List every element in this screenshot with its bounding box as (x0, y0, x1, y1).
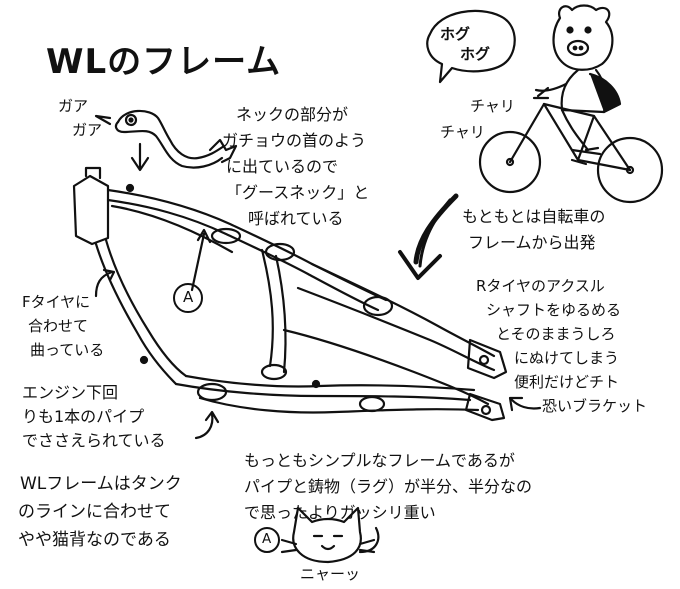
goose-note-4: 「グースネック」と (226, 183, 370, 202)
tank-note-3: やや猫背なのである (18, 530, 171, 550)
marker-a-circle-bottom (254, 527, 280, 553)
ftire-note-3: 曲っている (30, 341, 105, 359)
goose-note-2: ガチョウの首のよう (222, 131, 367, 150)
cat-sound: ニャーッ (300, 565, 361, 583)
bicycle-note-1: もともとは自転車の (462, 207, 606, 226)
rtire-arrow (508, 396, 542, 412)
sound-gaa-2: ガア (72, 121, 103, 139)
cat-drawing (280, 506, 380, 564)
bicycle-note-2: フレームから出発 (468, 233, 596, 252)
engine-note-2: りも1本のパイプ (22, 407, 145, 426)
bicycle-arrow (398, 193, 459, 280)
marker-a-circle (173, 283, 203, 313)
rtire-note-5: 便利だけどチト (514, 373, 620, 391)
speech-bubble-line-1: ホグ (440, 25, 471, 43)
marker-a-label-bottom: A (262, 531, 272, 547)
engine-note-3: でささえられている (22, 431, 166, 450)
marker-a-pointer (190, 228, 212, 292)
rtire-note-3: とそのままうしろ (496, 325, 616, 343)
rtire-note-2: シャフトをゆるめる (486, 301, 622, 319)
ftire-arrow (94, 268, 116, 298)
simple-note-3: で思ったよりガッシリ重い (244, 503, 436, 522)
rtire-note-1: Rタイヤのアクスル (476, 277, 605, 295)
ftire-note-1: Fタイヤに (22, 293, 91, 311)
tank-note-2: のラインに合わせて (18, 502, 171, 522)
simple-note-2: パイプと鋳物（ラグ）が半分、半分なの (244, 477, 533, 496)
rtire-note-6: 恐いブラケット (542, 397, 648, 415)
wl-frame-drawing (72, 166, 508, 422)
engine-note-1: エンジン下回 (22, 383, 119, 402)
sound-chari-2: チャリ (440, 123, 485, 141)
marker-a-label: A (183, 288, 194, 306)
speech-bubble-line-2: ホグ (460, 45, 491, 63)
simple-note-1: もっともシンプルなフレームであるが (244, 451, 515, 470)
engine-arrow (194, 410, 220, 440)
goose-note-3: に出ているので (226, 157, 339, 176)
goose-arrow (130, 142, 150, 172)
rtire-note-4: にぬけてしまう (514, 349, 620, 367)
sound-chari-1: チャリ (470, 97, 515, 115)
sound-gaa-1: ガア (58, 97, 89, 115)
pig-cyclist-drawing (426, 4, 664, 204)
tank-note-1: WLフレームはタンク (20, 474, 182, 494)
goose-note-5: 呼ばれている (248, 209, 344, 228)
goose-note-1: ネックの部分が (236, 105, 349, 124)
goose-drawing (94, 109, 238, 169)
page-title: WLのフレーム (46, 42, 282, 82)
ftire-note-2: 合わせて (28, 317, 89, 335)
